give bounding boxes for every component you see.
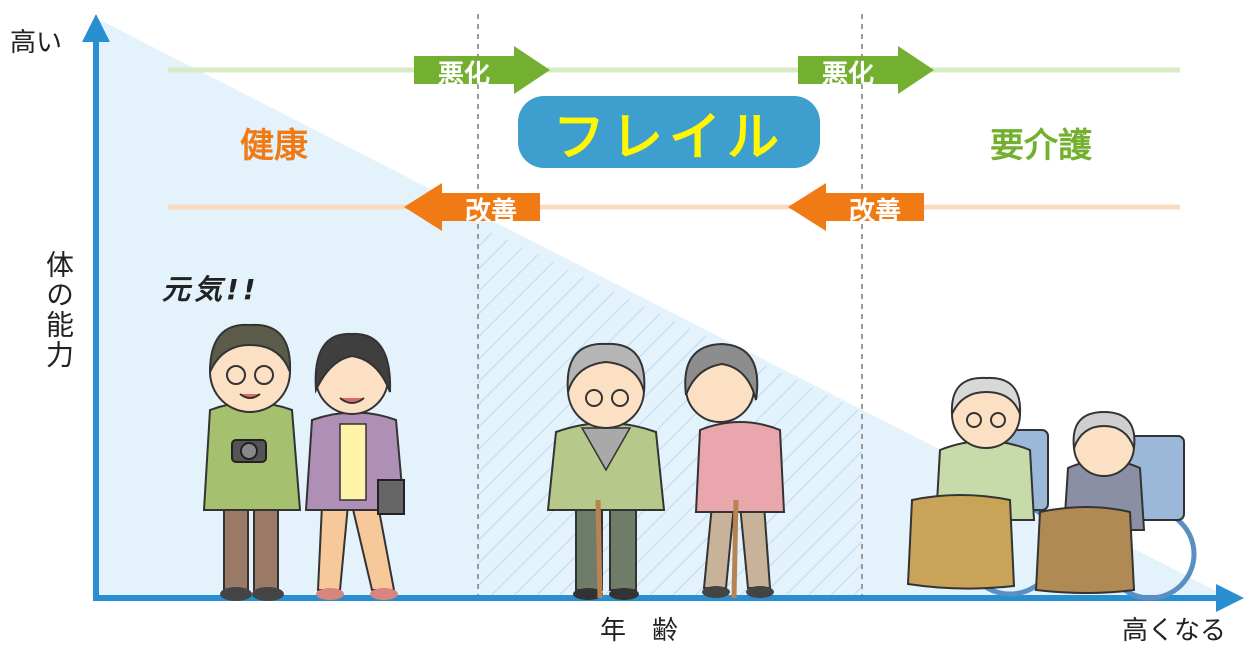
speech-genki: 元気!! xyxy=(162,273,260,306)
x-axis-title: 年 齢 xyxy=(600,616,679,646)
stage-care-label: 要介護 xyxy=(990,126,1092,166)
person-frail-woman xyxy=(684,342,786,599)
person-healthy-woman xyxy=(304,332,406,600)
person-care-woman xyxy=(1034,410,1197,601)
improve-label-2: 改善 xyxy=(848,197,901,227)
worsen-label-2: 悪化 xyxy=(821,60,874,90)
person-healthy-man xyxy=(202,323,302,601)
worsen-arrow-2 xyxy=(798,46,934,94)
improve-arrow-2 xyxy=(788,183,924,231)
frailty-hatch xyxy=(478,226,862,598)
worsen-label-1: 悪化 xyxy=(437,60,490,90)
improve-label-1: 改善 xyxy=(464,197,517,227)
person-care-man xyxy=(906,376,1059,597)
y-axis-title: 体の能力 xyxy=(42,250,75,370)
stage-frailty-label: フレイル xyxy=(552,107,785,168)
x-axis-end-label: 高くなる xyxy=(1122,616,1227,646)
stage-healthy-label: 健康 xyxy=(240,126,308,166)
y-axis-arrowhead xyxy=(82,14,110,42)
y-axis-top-label: 高い xyxy=(10,28,63,58)
x-axis-arrowhead xyxy=(1216,584,1244,612)
improve-arrow-1 xyxy=(404,183,540,231)
person-frail-man xyxy=(546,342,666,600)
worsen-arrow-1 xyxy=(414,46,550,94)
stage-frailty-pill: フレイル xyxy=(518,96,820,168)
